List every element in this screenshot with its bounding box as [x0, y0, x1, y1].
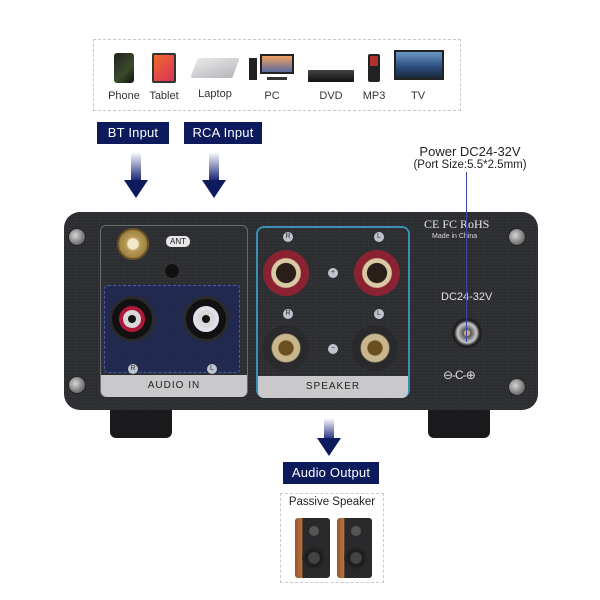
- screw-icon: [68, 228, 86, 246]
- power-pointer-line: [466, 172, 467, 342]
- rca-l-badge: L: [207, 364, 217, 374]
- phone-icon: [114, 53, 134, 83]
- spk-r-badge-bottom: R: [283, 309, 293, 319]
- speaker-terminal-right-negative[interactable]: [263, 325, 309, 371]
- bt-input-tag: BT Input: [97, 122, 169, 144]
- device-pc: PC: [249, 50, 295, 110]
- speaker-terminal-left-negative[interactable]: [352, 325, 398, 371]
- dc-power-jack[interactable]: [452, 318, 482, 348]
- mp3-player-icon: [368, 54, 380, 82]
- power-title: Power DC24-32V: [419, 144, 521, 159]
- speaker-icon: [295, 518, 330, 578]
- rca-jack-right[interactable]: [109, 296, 155, 342]
- speaker-icon: [337, 518, 372, 578]
- source-devices-panel: Phone Tablet Laptop PC DVD MP3 TV: [93, 39, 461, 111]
- rca-r-badge: R: [128, 364, 138, 374]
- ant-label: ANT: [166, 236, 190, 247]
- device-tablet: Tablet: [146, 50, 182, 110]
- device-tv: TV: [392, 50, 444, 110]
- minus-badge: −: [328, 344, 338, 354]
- polarity-icon: ⊖-C-⊕: [443, 368, 476, 382]
- spk-l-badge-bottom: L: [374, 309, 384, 319]
- device-label: TV: [410, 90, 426, 102]
- rca-jack-left[interactable]: [183, 296, 229, 342]
- screw-icon: [508, 378, 526, 396]
- passive-speaker-box: Passive Speaker: [280, 493, 384, 583]
- device-label: PC: [264, 90, 280, 102]
- device-label: DVD: [319, 90, 343, 102]
- speaker-terminal-right-positive[interactable]: [263, 250, 309, 296]
- device-label: MP3: [362, 90, 386, 102]
- desktop-pc-icon: [249, 54, 295, 82]
- amp-foot-left: [110, 408, 172, 438]
- spk-l-badge-top: L: [374, 232, 384, 242]
- device-label: Phone: [108, 90, 140, 102]
- device-label: Laptop: [198, 88, 232, 100]
- certification-marks: CE FC RoHS: [424, 217, 490, 231]
- device-dvd: DVD: [306, 50, 356, 110]
- dvd-player-icon: [308, 70, 354, 82]
- screw-icon: [68, 376, 86, 394]
- rca-input-tag: RCA Input: [184, 122, 262, 144]
- tablet-icon: [152, 53, 176, 83]
- power-annotation: Power DC24-32V (Port Size:5.5*2.5mm): [395, 144, 545, 171]
- laptop-icon: [190, 58, 240, 78]
- antenna-connector-icon[interactable]: [117, 228, 149, 260]
- passive-speaker-title: Passive Speaker: [288, 496, 376, 508]
- device-label: Tablet: [149, 90, 179, 102]
- audio-output-tag: Audio Output: [283, 462, 379, 484]
- made-in-label: Made in China: [432, 233, 478, 240]
- tv-icon: [394, 50, 444, 80]
- screw-icon: [508, 228, 526, 246]
- device-laptop: Laptop: [190, 50, 240, 110]
- spk-r-badge-top: R: [283, 232, 293, 242]
- plus-badge: +: [328, 268, 338, 278]
- amp-foot-right: [428, 408, 490, 438]
- speaker-label: SPEAKER: [258, 376, 408, 398]
- speaker-terminal-left-positive[interactable]: [354, 250, 400, 296]
- device-phone: Phone: [108, 50, 140, 110]
- device-mp3: MP3: [362, 50, 386, 110]
- power-port-size: (Port Size:5.5*2.5mm): [413, 159, 527, 171]
- ground-screw-icon: [163, 262, 181, 280]
- audio-in-label: AUDIO IN: [101, 375, 247, 397]
